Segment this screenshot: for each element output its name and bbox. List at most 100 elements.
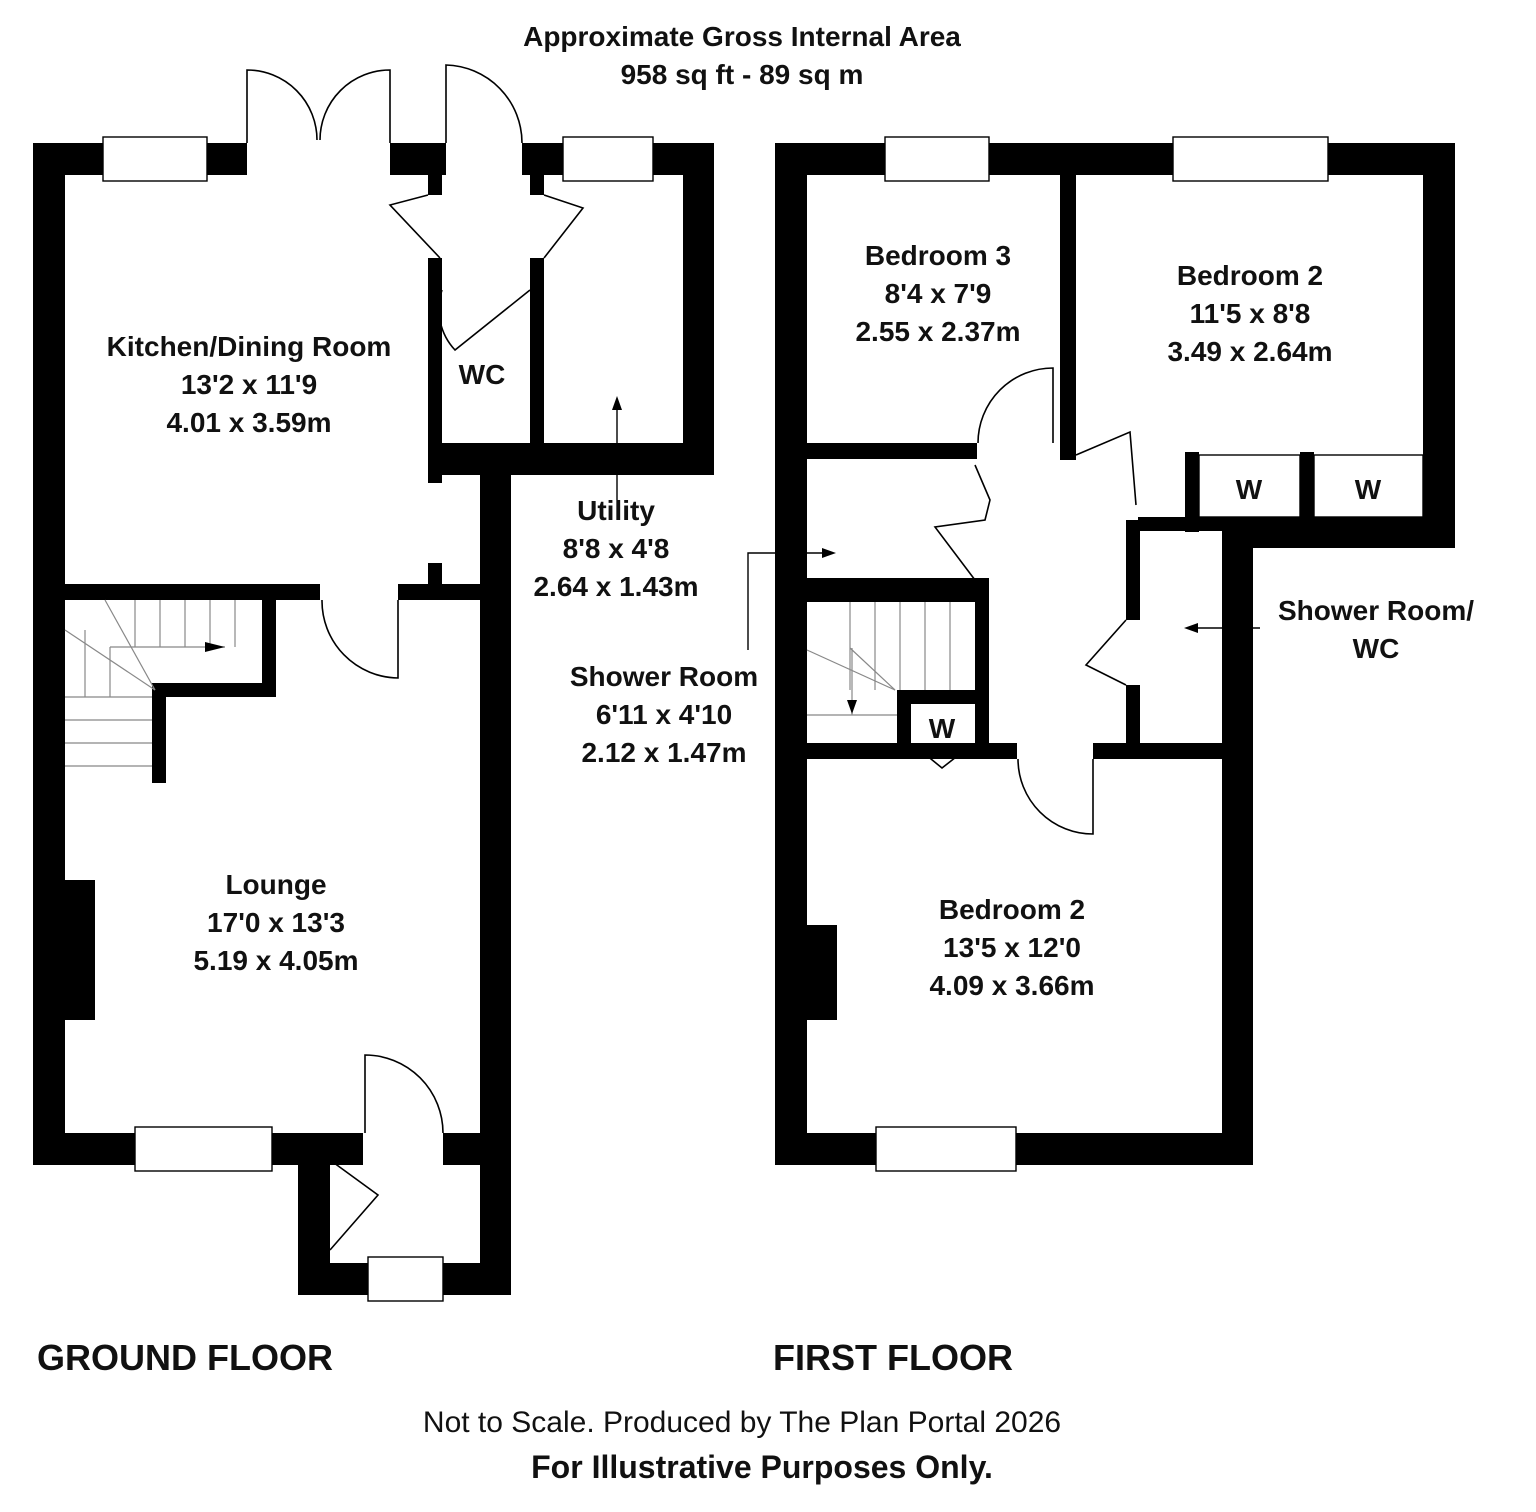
wardrobe-label-1: W <box>1236 474 1263 505</box>
gf-wc-wall-left <box>428 258 442 483</box>
ensuite-name-line1: Shower Room/ <box>1278 595 1474 626</box>
first-floor-plan <box>747 136 1455 1172</box>
area-title: Approximate Gross Internal Area <box>523 21 961 52</box>
gf-stair-wall-bottom <box>152 683 276 697</box>
ff-stairs <box>806 602 951 716</box>
ff-wardrobe3-door <box>919 749 966 770</box>
ff-bed1-top-wall-right <box>1093 743 1253 759</box>
gf-wc-lobby-door-right <box>543 194 585 259</box>
gf-wall-utility-bottom <box>430 443 714 475</box>
gf-window-lounge <box>134 1126 273 1172</box>
bed3-metric: 2.55 x 2.37m <box>855 316 1020 347</box>
ensuite-name-line2: WC <box>1353 633 1400 664</box>
gf-stair-wall <box>262 600 276 695</box>
gf-stairs <box>64 599 236 767</box>
shower-pointer-line <box>747 552 825 650</box>
gf-porch-bottom-right <box>443 1263 511 1295</box>
utility-imperial: 8'8 x 4'8 <box>563 533 670 564</box>
ff-wardrobe-wall-1 <box>1185 452 1199 532</box>
gf-front-door <box>364 1054 444 1134</box>
gf-wc-wall-right <box>530 258 544 458</box>
ground-floor-title: GROUND FLOOR <box>37 1337 333 1378</box>
ff-bed1-door <box>1017 758 1094 835</box>
shower-metric: 2.12 x 1.47m <box>581 737 746 768</box>
bed2-imperial: 11'5 x 8'8 <box>1190 298 1311 329</box>
gf-wall-bottom-right <box>443 1133 511 1165</box>
wardrobe-label-2: W <box>1355 474 1382 505</box>
bed3-imperial: 8'4 x 7'9 <box>885 278 992 309</box>
ff-bed2-door <box>1075 430 1137 506</box>
ff-wardrobe-2 <box>1313 454 1424 518</box>
ff-wardrobe-1 <box>1198 454 1301 518</box>
gf-wc-lobby-door-left <box>388 194 441 259</box>
utility-pointer-arrow <box>612 396 622 410</box>
gf-french-door-right <box>319 69 391 143</box>
bed1-name: Bedroom 2 <box>939 894 1085 925</box>
ff-wall-step <box>1222 517 1455 548</box>
ff-wardrobe3-top <box>897 690 989 704</box>
gf-wc-wall-stub <box>428 175 442 195</box>
bed1-metric: 4.09 x 3.66m <box>929 970 1094 1001</box>
shower-imperial: 6'11 x 4'10 <box>596 699 732 730</box>
shower-pointer-arrow <box>822 548 836 558</box>
kitchen-imperial: 13'2 x 11'9 <box>181 369 317 400</box>
gf-wall-utility-right <box>683 143 714 475</box>
ff-shower-bottom-wall <box>807 578 989 602</box>
bed1-imperial: 13'5 x 12'0 <box>943 932 1081 963</box>
ff-stair-arrow <box>847 700 857 714</box>
ff-bed3-bottom-wall <box>807 443 977 459</box>
ff-ensuite-wall-upper <box>1126 520 1140 620</box>
gf-back-door <box>445 64 523 144</box>
ff-chimney-breast <box>807 925 837 1020</box>
lounge-name: Lounge <box>225 869 326 900</box>
wc-name: WC <box>459 359 506 390</box>
bed3-name: Bedroom 3 <box>865 240 1011 271</box>
ff-wall-right <box>1222 517 1253 1165</box>
gf-kitchen-lounge-wall-right <box>398 584 488 600</box>
gf-wall-top-mid <box>390 143 446 175</box>
gf-window-kitchen <box>102 136 208 182</box>
gf-stair-arrow <box>205 642 225 652</box>
footer-disclaimer: Not to Scale. Produced by The Plan Porta… <box>423 1406 1061 1439</box>
gf-wc-wall-stub-right <box>530 175 544 195</box>
gf-french-door-left <box>246 69 318 143</box>
gf-window-porch <box>367 1256 444 1302</box>
gf-kitchen-lounge-wall-left <box>65 584 320 600</box>
lounge-metric: 5.19 x 4.05m <box>193 945 358 976</box>
utility-name: Utility <box>577 495 655 526</box>
ff-ensuite-top-wall <box>1138 517 1228 531</box>
ff-window-bed3 <box>884 136 990 182</box>
bed2-name: Bedroom 2 <box>1177 260 1323 291</box>
ff-wall-right-top <box>1423 143 1455 548</box>
shower-name: Shower Room <box>570 661 758 692</box>
lounge-imperial: 17'0 x 13'3 <box>207 907 345 938</box>
ff-wall-top <box>775 143 1455 175</box>
ff-wardrobe3-left <box>897 690 911 750</box>
ensuite-pointer-arrow <box>1184 623 1198 633</box>
gf-window-utility <box>562 136 654 182</box>
ground-floor-plan <box>33 64 714 1302</box>
gf-porch-door <box>329 1159 380 1251</box>
ff-wall-left <box>775 143 807 1165</box>
gf-chimney-breast <box>65 880 95 1020</box>
bed2-metric: 3.49 x 2.64m <box>1167 336 1332 367</box>
ff-bed1-top-wall-left <box>807 743 1017 759</box>
gf-wall-right <box>480 443 511 1295</box>
ff-bed3-bed2-wall <box>1060 175 1076 460</box>
ff-window-bed1 <box>875 1126 1017 1172</box>
footer-purpose: For Illustrative Purposes Only. <box>531 1449 993 1485</box>
ff-ensuite-wall-lower <box>1126 685 1140 750</box>
kitchen-metric: 4.01 x 3.59m <box>166 407 331 438</box>
ff-wardrobe-wall-2 <box>1300 452 1314 532</box>
ff-shower-door <box>933 464 991 581</box>
gf-porch-bottom-left <box>298 1263 368 1295</box>
ff-window-bed2 <box>1172 136 1329 182</box>
kitchen-name: Kitchen/Dining Room <box>107 331 392 362</box>
wardrobe-label-3: W <box>929 713 956 744</box>
ff-bed3-door <box>977 367 1054 444</box>
utility-metric: 2.64 x 1.43m <box>533 571 698 602</box>
gf-stair-wall-inner <box>152 683 166 783</box>
first-floor-title: FIRST FLOOR <box>773 1337 1013 1378</box>
area-value: 958 sq ft - 89 sq m <box>621 59 864 90</box>
